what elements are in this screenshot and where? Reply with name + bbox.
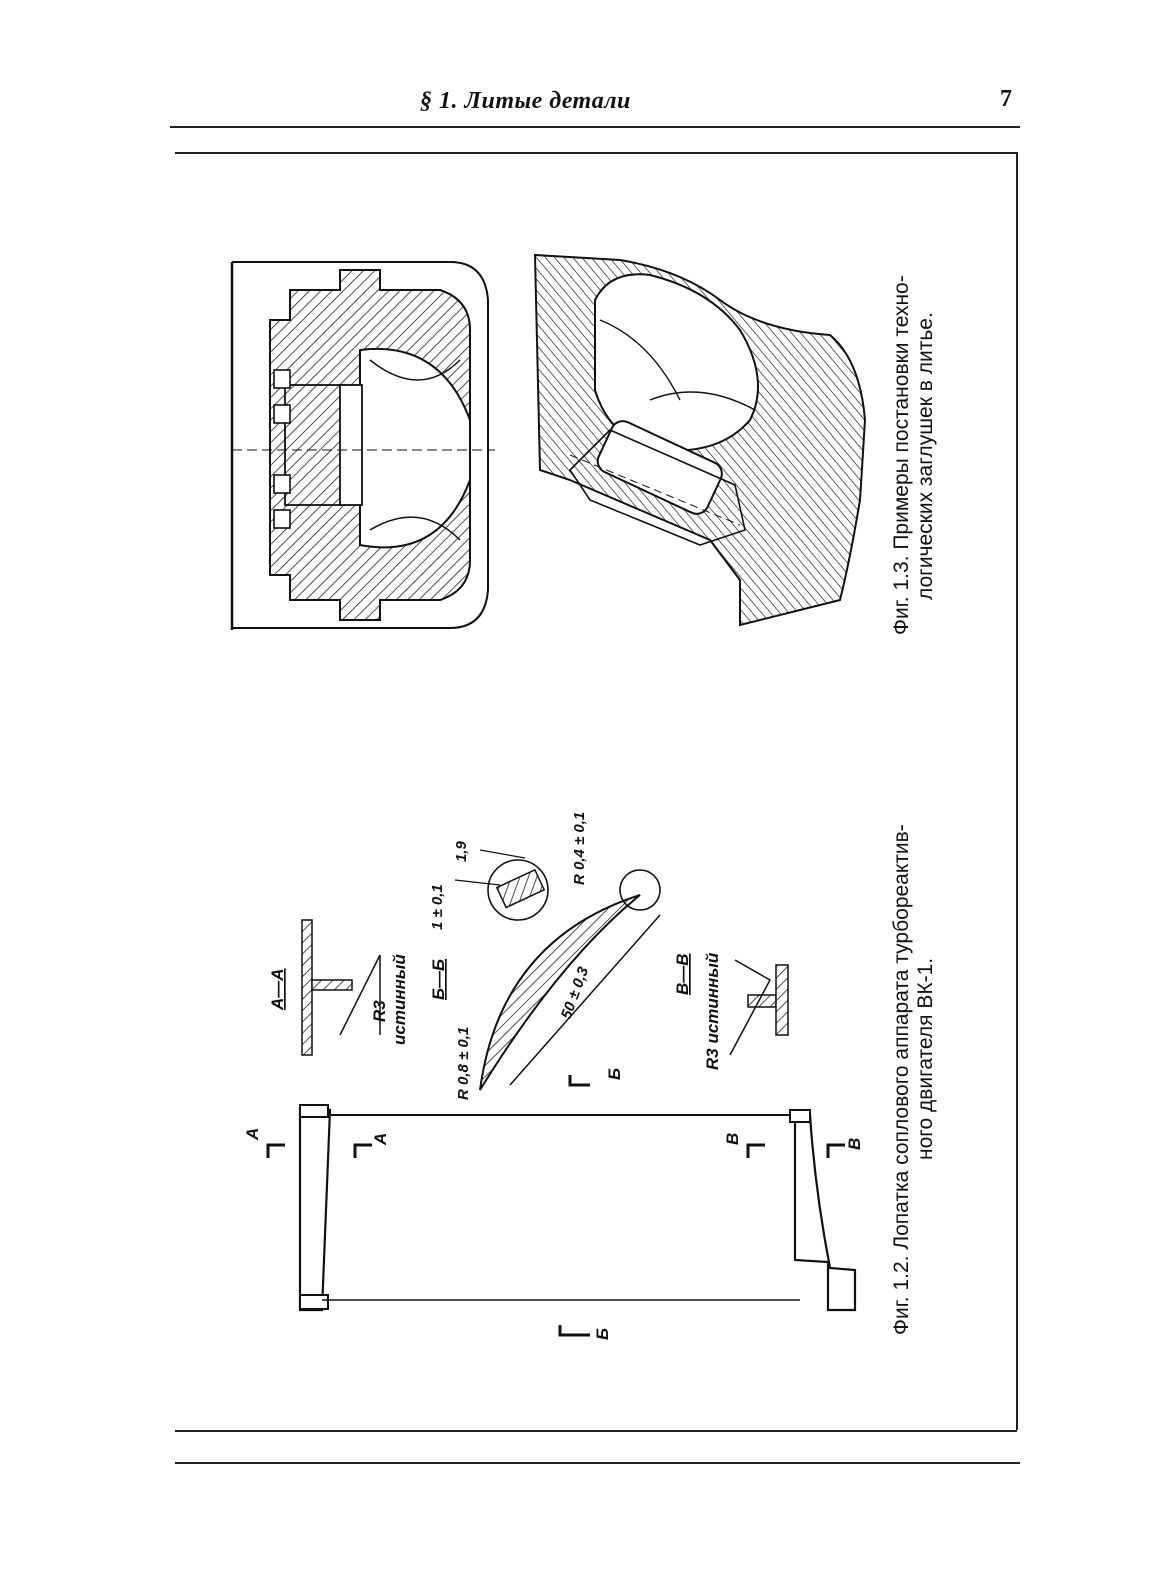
section-mark-b-right: Б bbox=[605, 1068, 624, 1080]
page-number: 7 bbox=[1000, 86, 1012, 112]
fig-1-3-drawing-top bbox=[230, 261, 495, 630]
running-header-title: § 1. Литые детали bbox=[420, 88, 631, 114]
section-mark-v-left: В bbox=[723, 1133, 742, 1145]
view-bb: Б—Б 50 ± 0,3 R 0,8 ± 0,1 R 0,4 ± 0,1 1 ±… bbox=[429, 812, 661, 1100]
section-mark-v-right: В bbox=[845, 1138, 864, 1150]
fig-1-3-caption-line2: логических заглушек в литье. bbox=[914, 312, 937, 600]
header-rule bbox=[170, 126, 1020, 128]
fig-1-2-caption-line1: Фиг. 1.2. Лопатка соплового аппарата тур… bbox=[890, 824, 913, 1335]
view-bb-title: Б—Б bbox=[429, 959, 448, 1000]
frame-top-rule bbox=[175, 152, 1017, 154]
fig-1-2-caption-line2: ного двигателя ВК-1. bbox=[914, 958, 937, 1160]
fig-1-2-section-markers: А А Б Б В В bbox=[243, 1068, 864, 1340]
fig-1-3-caption-line1: Фиг. 1.3. Примеры постановки техно- bbox=[890, 275, 913, 635]
frame-right-rule bbox=[1016, 152, 1018, 1430]
view-aa-note: истинный bbox=[390, 954, 409, 1045]
frame-bottom-rule bbox=[175, 1430, 1017, 1432]
section-mark-b-left: Б bbox=[593, 1328, 612, 1340]
view-vv-title: В—В bbox=[673, 953, 692, 995]
fig-1-2-blade-drawing bbox=[298, 1104, 857, 1312]
view-aa-r3: R3 bbox=[370, 1000, 389, 1022]
view-vv-note: R3 истинный bbox=[703, 952, 722, 1070]
view-bb-dim-r-right: R 0,4 ± 0,1 bbox=[571, 812, 588, 885]
fig-1-3-drawing-bottom bbox=[533, 253, 867, 627]
fig-1-2-caption: Фиг. 1.2. Лопатка соплового аппарата тур… bbox=[890, 824, 937, 1335]
view-bb-dim-19: 1,9 bbox=[453, 840, 470, 862]
view-aa-title: А—А bbox=[268, 968, 287, 1011]
view-aa: А—А R3 истинный bbox=[268, 919, 409, 1056]
fig-1-3-caption: Фиг. 1.3. Примеры постановки техно- логи… bbox=[890, 275, 937, 635]
view-bb-dim-thickness: 1 ± 0,1 bbox=[429, 884, 446, 930]
view-bb-dim-r-left: R 0,8 ± 0,1 bbox=[455, 1027, 472, 1100]
section-mark-a-right: А bbox=[371, 1133, 390, 1146]
footer-rule bbox=[175, 1462, 1020, 1464]
view-vv: В—В R3 истинный bbox=[673, 952, 789, 1070]
section-mark-a-left: А bbox=[243, 1128, 262, 1141]
